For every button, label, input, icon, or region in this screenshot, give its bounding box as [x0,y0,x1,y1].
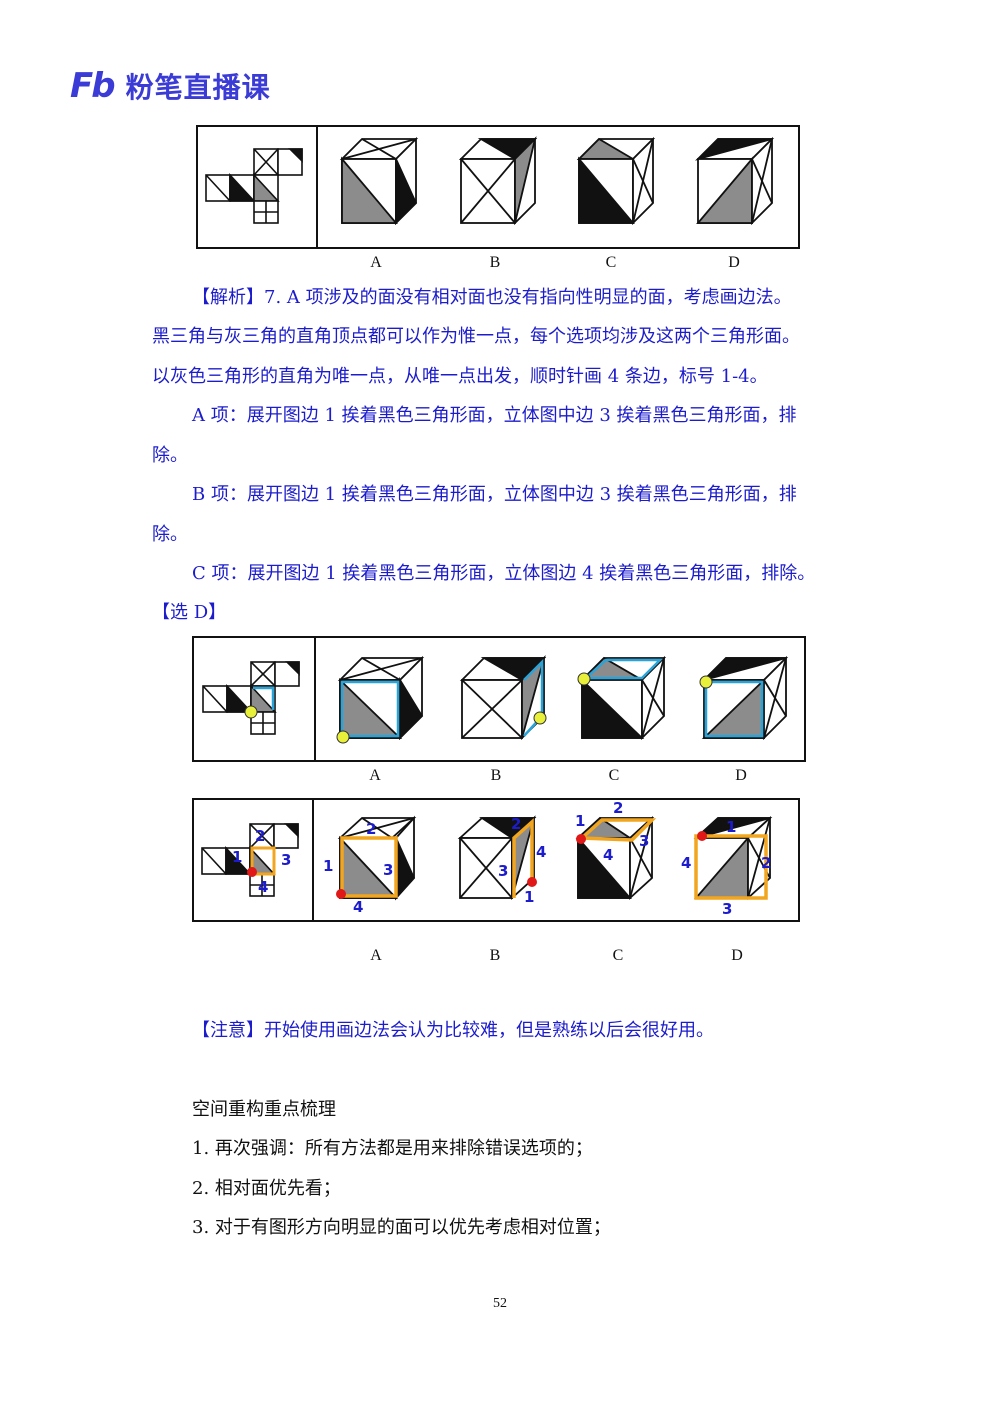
net-number-2: 2 [255,827,265,845]
net-number-3: 3 [281,851,291,869]
d-number-4: 4 [681,854,691,872]
analysis-line-1: 【解析】7. A 项涉及的面没有相对面也没有指向性明显的面，考虑画边法。 [192,287,792,308]
page-number: 52 [493,1296,507,1311]
summary-item: 2. 相对面优先看； [192,1178,341,1199]
analysis-line-3: 以灰色三角形的直角为唯一点，从唯一点出发，顺时针画 4 条边，标号 1-4。 [152,366,768,387]
analysis-option-b-line-2: 除。 [152,524,188,545]
d-number-1: 1 [726,818,736,836]
option-label-b: B [489,254,501,271]
option-label-d: D [735,767,747,784]
fb-logo-icon: Fb [70,66,116,106]
option-label-c: C [608,767,620,784]
cube-net [205,148,303,224]
b-number-3: 3 [498,862,508,880]
option-label-a: A [370,947,382,964]
a-number-4: 4 [353,898,363,916]
d-number-2: 2 [761,854,771,872]
b-number-2: 2 [511,815,521,833]
net-number-1: 1 [232,848,242,866]
question-figure [196,125,800,249]
edge-numbering-figure: 1 2 3 4 1 2 3 4 1 2 3 4 1 2 3 4 [192,798,800,922]
b-number-4: 4 [536,843,546,861]
answer-label: 【选 D】 [152,602,227,623]
brand-logo: Fb 粉笔直播课 [70,66,271,106]
note-line: 【注意】开始使用画边法会认为比较难，但是熟练以后会很好用。 [192,1020,714,1041]
analysis-option-c: C 项：展开图边 1 挨着黑色三角形面，立体图边 4 挨着黑色三角形面，排除。 [192,563,816,584]
analysis-option-a-line-1: A 项：展开图边 1 挨着黑色三角形面，立体图中边 3 挨着黑色三角形面，排 [192,405,797,426]
summary-item: 1. 再次强调：所有方法都是用来排除错误选项的； [192,1138,593,1159]
a-number-3: 3 [383,861,393,879]
c-number-3: 3 [639,832,649,850]
option-label-b: B [489,947,501,964]
unique-point-figure [192,636,806,762]
a-number-1: 1 [323,857,333,875]
summary-title: 空间重构重点梳理 [192,1099,336,1120]
a-number-2: 2 [366,820,376,838]
b-number-1: 1 [524,888,534,906]
option-label-d: D [728,254,740,271]
d-number-3: 3 [722,900,732,918]
analysis-option-b-line-1: B 项：展开图边 1 挨着黑色三角形面，立体图中边 3 挨着黑色三角形面，排 [192,484,797,505]
net-number-4: 4 [258,878,268,896]
c-number-1: 1 [575,812,585,830]
option-label-a: A [369,767,381,784]
analysis-option-a-line-2: 除。 [152,445,188,466]
option-label-c: C [612,947,624,964]
option-label-a: A [370,254,382,271]
option-label-c: C [605,254,617,271]
c-number-4: 4 [603,846,613,864]
summary-item: 3. 对于有图形方向明显的面可以优先考虑相对位置； [192,1217,611,1238]
c-number-2: 2 [613,799,623,817]
brand-name: 粉笔直播课 [125,71,271,104]
option-label-d: D [731,947,743,964]
analysis-line-2: 黑三角与灰三角的直角顶点都可以作为惟一点，每个选项均涉及这两个三角形面。 [152,326,800,347]
option-label-b: B [490,767,502,784]
